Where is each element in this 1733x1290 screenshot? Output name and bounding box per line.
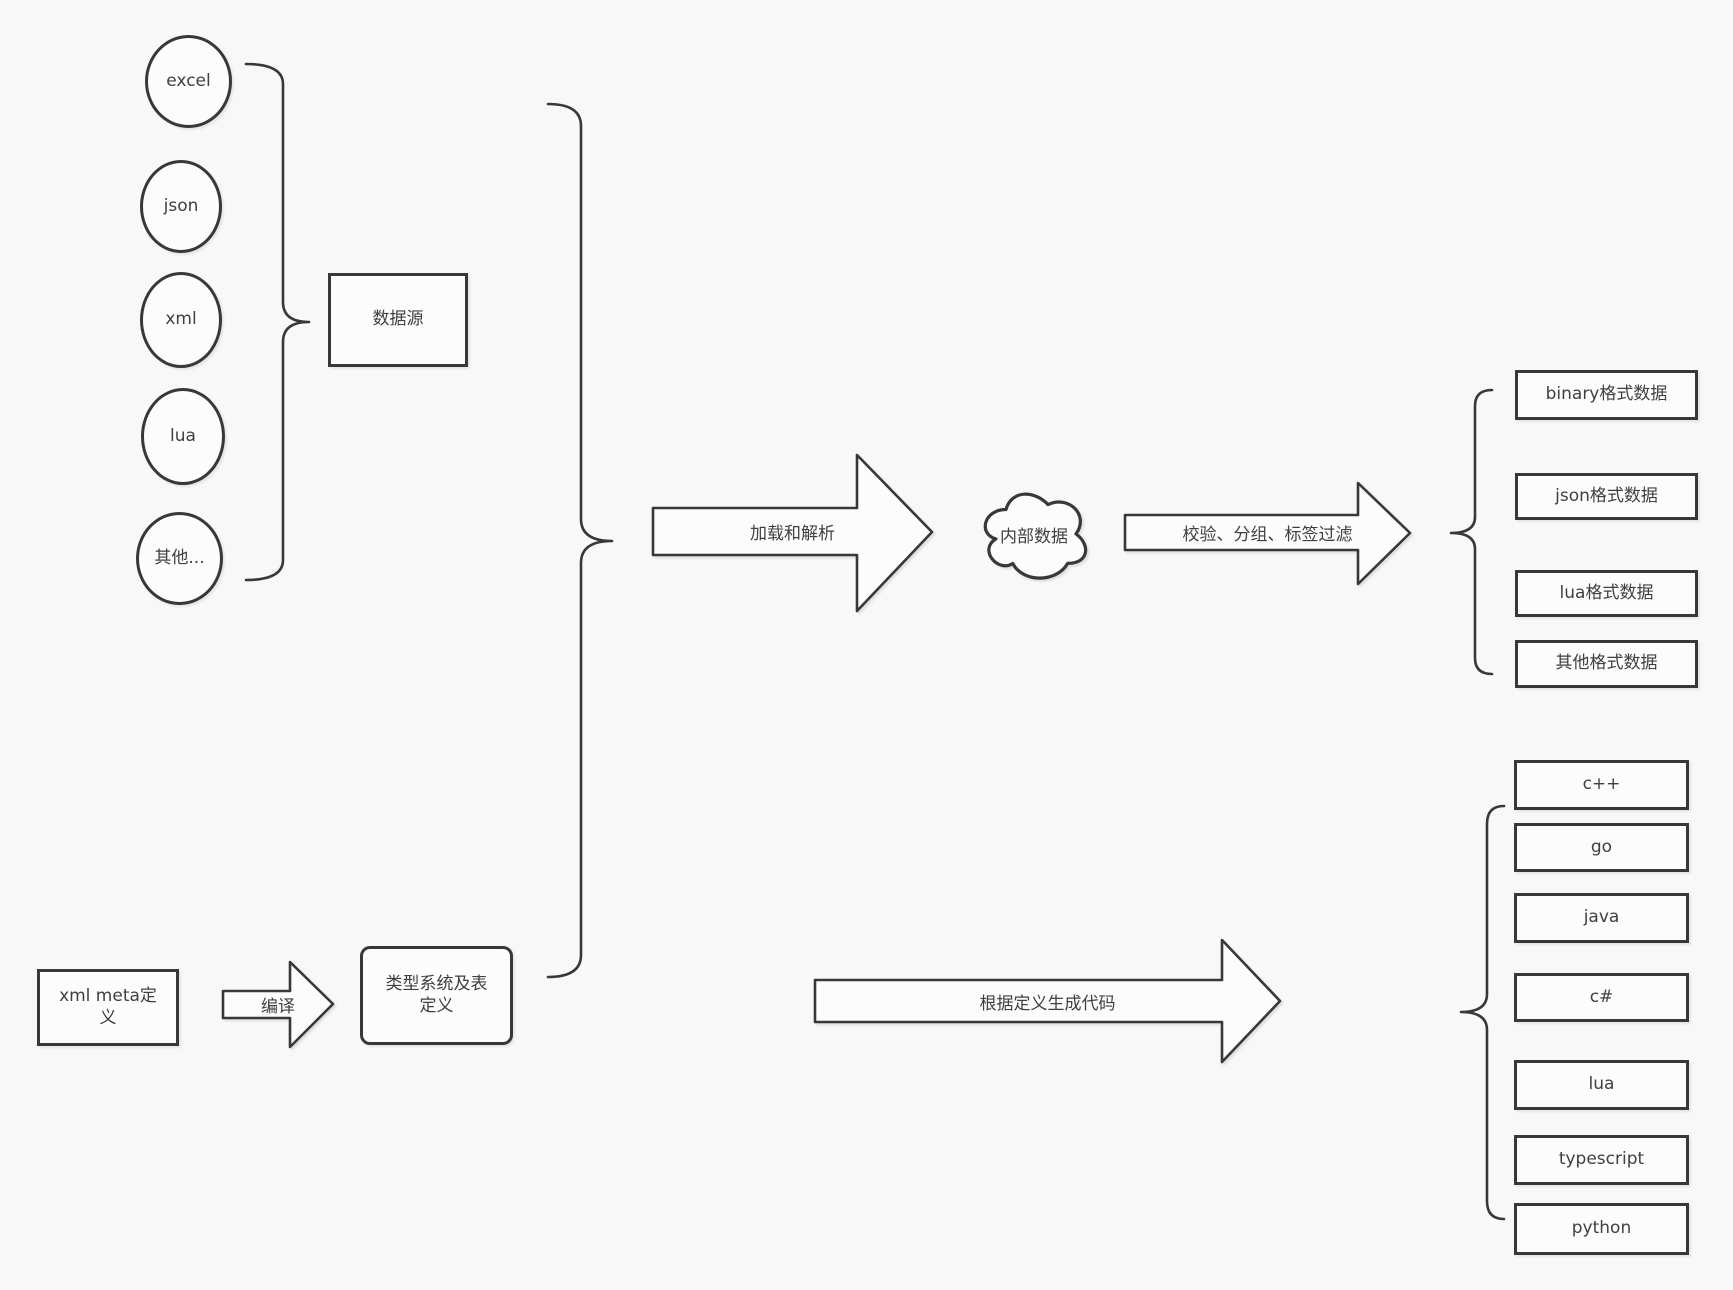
source-node-label: json bbox=[163, 195, 199, 216]
format-box-label: binary格式数据 bbox=[1545, 384, 1668, 405]
pipeline-input-brace bbox=[546, 102, 614, 979]
source-node-json: json bbox=[140, 160, 222, 253]
format-box-lua: lua格式数据 bbox=[1515, 570, 1698, 617]
codegen-arrow-label: 根据定义生成代码 bbox=[979, 993, 1116, 1014]
formats-brace bbox=[1449, 388, 1494, 676]
load-parse-arrow-label: 加载和解析 bbox=[750, 524, 835, 544]
language-box-go: go bbox=[1514, 823, 1689, 872]
data-source-box: 数据源 bbox=[328, 273, 468, 367]
type-system-label: 类型系统及表定义 bbox=[385, 974, 488, 1016]
language-box-label: c++ bbox=[1582, 774, 1621, 795]
filter-arrow-label: 校验、分组、标签过滤 bbox=[1182, 525, 1353, 545]
language-box-java: java bbox=[1514, 893, 1689, 943]
language-box-lua: lua bbox=[1514, 1060, 1689, 1110]
source-node-label: lua bbox=[170, 425, 196, 446]
language-box-label: typescript bbox=[1558, 1149, 1645, 1170]
format-box-label: json格式数据 bbox=[1555, 485, 1658, 506]
format-box-json: json格式数据 bbox=[1515, 473, 1698, 520]
source-node-label: 其他... bbox=[154, 547, 205, 568]
source-node-other: 其他... bbox=[136, 512, 223, 605]
language-box-typescript: typescript bbox=[1514, 1135, 1689, 1185]
language-box-label: go bbox=[1590, 836, 1613, 857]
language-box-cpp: c++ bbox=[1514, 760, 1689, 810]
source-node-excel: excel bbox=[145, 35, 232, 128]
language-box-label: lua bbox=[1588, 1074, 1615, 1095]
xml-meta-box: xml meta定义 bbox=[37, 969, 179, 1046]
format-box-binary: binary格式数据 bbox=[1515, 370, 1698, 420]
xml-meta-label: xml meta定义 bbox=[59, 986, 157, 1028]
format-box-label: 其他格式数据 bbox=[1555, 653, 1658, 674]
data-source-label: 数据源 bbox=[372, 309, 424, 330]
source-node-label: excel bbox=[166, 70, 211, 91]
language-box-label: python bbox=[1571, 1218, 1632, 1239]
languages-brace bbox=[1459, 804, 1506, 1221]
type-system-box: 类型系统及表定义 bbox=[360, 946, 513, 1045]
source-node-label: xml bbox=[165, 309, 197, 330]
source-node-lua: lua bbox=[141, 388, 225, 485]
language-box-label: java bbox=[1583, 907, 1620, 928]
language-box-csharp: c# bbox=[1514, 973, 1689, 1022]
format-box-label: lua格式数据 bbox=[1559, 582, 1654, 603]
source-node-xml: xml bbox=[140, 272, 222, 368]
format-box-other: 其他格式数据 bbox=[1515, 640, 1698, 688]
internal-data-label: 内部数据 bbox=[1000, 526, 1068, 547]
language-box-label: c# bbox=[1589, 986, 1614, 1007]
sources-brace bbox=[244, 62, 311, 582]
language-box-python: python bbox=[1514, 1203, 1689, 1255]
compile-arrow-label: 编译 bbox=[261, 997, 295, 1017]
